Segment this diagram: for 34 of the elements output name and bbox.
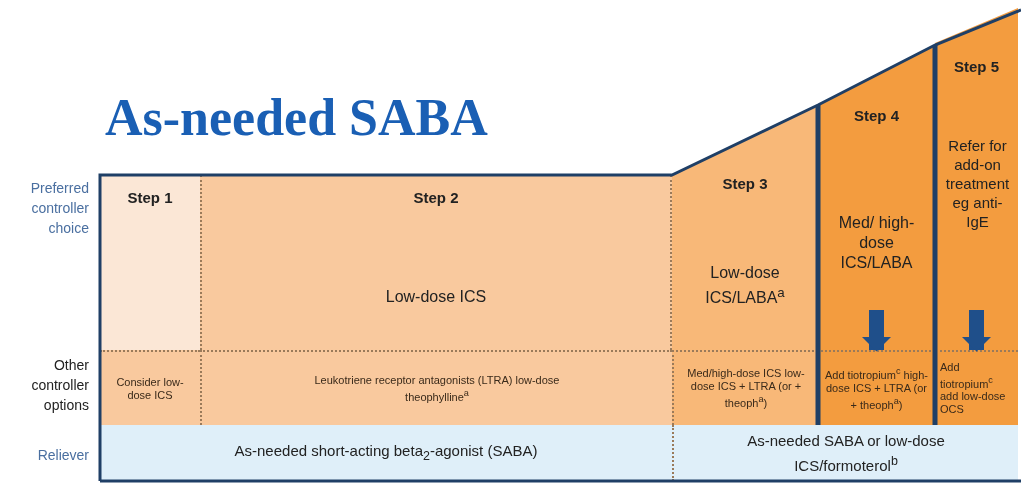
reliever-text: As-needed short-acting beta$_{2}$-agonist (SABA) — [234, 440, 538, 465]
down-arrow — [961, 310, 992, 352]
preferred-treatment: Refer for add-on treatment eg anti-IgE — [944, 136, 1011, 231]
preferred-treatment: Med/ high-dose ICS/LABA — [837, 213, 916, 273]
option-cell — [935, 350, 1018, 425]
reliever-text: As-needed SABA or low-dose ICS/formoterol$^{b}$ — [746, 431, 946, 476]
preferred-treatment: Low-dose ICS/LABA$^{a}$ — [704, 263, 786, 309]
row-label: Preferred controller choice — [29, 179, 89, 238]
option-cell — [100, 350, 200, 425]
option-cell — [672, 350, 818, 425]
option-cell — [818, 350, 935, 425]
step-heading: Step 4 — [853, 107, 900, 124]
step-heading: Step 1 — [126, 189, 174, 206]
step-column — [672, 105, 818, 350]
treatment-option: Add tiotropium$^{c}$ add low-dose OCS — [940, 360, 1013, 417]
step-column — [100, 175, 200, 350]
step-heading: Step 3 — [721, 175, 769, 192]
down-arrow — [861, 310, 892, 352]
step-column — [200, 175, 672, 350]
step-heading: Step 2 — [412, 189, 460, 206]
row-label: Other controller options — [30, 356, 89, 415]
step-heading: Step 5 — [953, 58, 1000, 75]
reliever-cell — [100, 425, 672, 481]
row-label: Reliever — [36, 446, 89, 465]
step-column — [818, 45, 935, 350]
treatment-option: Add tiotropium$^{c}$ high-dose ICS + LTRA (or + theoph$^{a}$) — [823, 365, 930, 412]
title: As-needed SABA — [105, 88, 488, 148]
preferred-treatment: Low-dose ICS — [384, 287, 488, 307]
reliever-cell — [672, 425, 1018, 481]
step-column — [935, 8, 1018, 350]
treatment-option: Consider low-dose ICS — [105, 375, 195, 402]
treatment-option: Med/high-dose ICS low-dose ICS + LTRA (or + theoph$^{a}$) — [678, 367, 814, 410]
option-cell — [200, 350, 672, 425]
treatment-option: Leukotriene receptor antagonists (LTRA) low-dose theophylline$^{a}$ — [307, 373, 567, 404]
